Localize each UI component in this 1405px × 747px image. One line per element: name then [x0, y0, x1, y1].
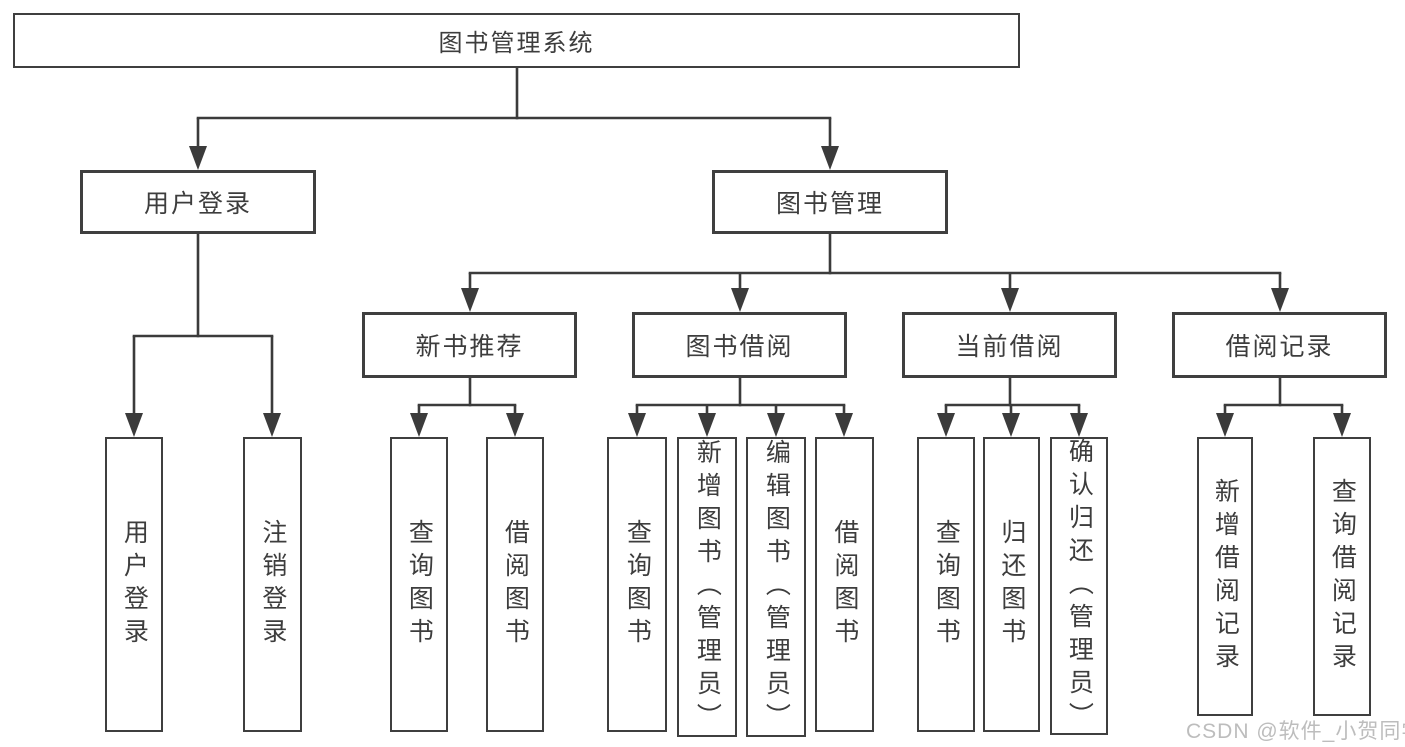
leaf-records-add-borrow-record: 新增借阅记录	[1197, 437, 1253, 716]
leaf-label: 新增借阅记录	[1211, 477, 1240, 676]
node-current-borrowing: 当前借阅	[902, 312, 1117, 378]
leaf-label: 查询图书	[405, 518, 434, 651]
node-book-management: 图书管理	[712, 170, 948, 234]
node-library-management-system: 图书管理系统	[13, 13, 1020, 68]
node-label: 图书借阅	[685, 333, 794, 361]
node-label: 新书推荐	[415, 333, 524, 361]
leaf-current-query-books: 查询图书	[917, 437, 975, 732]
leaf-newbook-borrow-books: 借阅图书	[486, 437, 544, 732]
leaf-user-login: 用户登录	[105, 437, 163, 732]
leaf-label: 注销登录	[258, 518, 287, 651]
node-label: 图书管理	[775, 190, 884, 218]
node-new-book-recommend: 新书推荐	[362, 312, 577, 378]
leaf-label: 借阅图书	[830, 518, 859, 651]
leaf-borrowing-query-books: 查询图书	[607, 437, 667, 732]
leaf-label: 新增图书（管理员）	[693, 438, 722, 736]
leaf-logout: 注销登录	[243, 437, 302, 732]
node-book-borrowing: 图书借阅	[632, 312, 847, 378]
leaf-records-query-borrow-record: 查询借阅记录	[1313, 437, 1371, 716]
leaf-label: 编辑图书（管理员）	[762, 438, 791, 736]
leaf-borrowing-add-books-admin: 新增图书（管理员）	[677, 437, 737, 737]
leaf-label: 借阅图书	[501, 518, 530, 651]
leaf-label: 归还图书	[997, 518, 1026, 651]
leaf-newbook-query-books: 查询图书	[390, 437, 448, 732]
leaf-label: 用户登录	[120, 518, 149, 651]
leaf-label: 查询图书	[932, 518, 961, 651]
leaf-current-return-books: 归还图书	[983, 437, 1040, 732]
leaf-label: 查询借阅记录	[1328, 477, 1357, 676]
csdn-watermark: CSDN @软件_小贺同学	[1186, 720, 1405, 743]
leaf-label: 确认归还（管理员）	[1065, 437, 1094, 735]
node-label: 用户登录	[143, 190, 252, 218]
leaf-label: 查询图书	[623, 518, 652, 651]
node-borrowing-records: 借阅记录	[1172, 312, 1387, 378]
node-label: 借阅记录	[1225, 333, 1334, 361]
node-label: 图书管理系统	[438, 30, 595, 57]
leaf-borrowing-borrow-books: 借阅图书	[815, 437, 874, 732]
node-label: 当前借阅	[955, 333, 1064, 361]
leaf-current-confirm-return-admin: 确认归还（管理员）	[1050, 437, 1108, 735]
leaf-borrowing-edit-books-admin: 编辑图书（管理员）	[746, 437, 806, 737]
node-user-login: 用户登录	[80, 170, 316, 234]
